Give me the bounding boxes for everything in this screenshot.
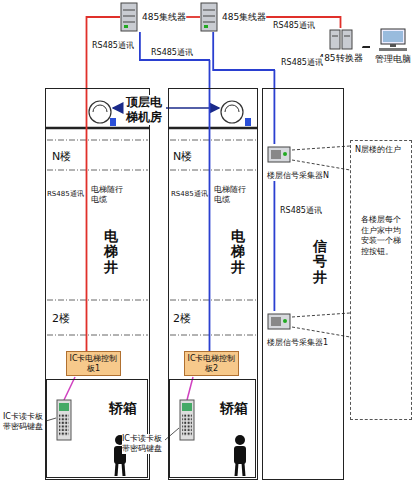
management-computer: 管理电脑 [370, 28, 416, 66]
floor-label: 2楼 [52, 312, 70, 326]
hub-icon [120, 2, 138, 32]
car-label: 轿箱 [109, 400, 137, 418]
converter-device-label: 485转换器 [318, 52, 363, 65]
signal-label: RS485通讯 [171, 190, 208, 199]
car-interior [46, 377, 246, 476]
hub-icon [200, 2, 218, 32]
shaft-label: 信号井 [313, 239, 327, 285]
cable-label: 电梯随行电缆 [91, 185, 125, 205]
floor-label: 2楼 [173, 312, 191, 326]
elevator-shaft: 电梯井 IC卡电梯控制板2 轿箱 [168, 88, 258, 480]
coll-icon [267, 144, 291, 164]
rs485-wire [273, 181, 275, 311]
elevator-car: 轿箱 [46, 379, 148, 478]
rs485-wire [186, 16, 200, 18]
shaft-label: 电梯井 [104, 229, 118, 275]
rs485-wire [140, 32, 210, 351]
hub-device: 485集线器 [120, 2, 186, 32]
wire-label: RS485通讯 [150, 47, 194, 58]
wire-label: RS485通讯 [272, 20, 316, 31]
elevator-car: 轿箱 [169, 379, 256, 478]
resident-area: N层楼的住户各楼层每个住户家中均安装一个梯控按钮。 [350, 140, 412, 420]
wire-label: RS485通讯 [279, 205, 323, 216]
floor-label: N楼 [173, 150, 192, 164]
elevator-shaft: 电梯井 IC卡电梯控制板1 轿箱 [45, 88, 150, 480]
reader-label: IC卡读卡板带密码键盘 [3, 412, 45, 432]
hub-device-label: 485集线器 [222, 2, 266, 32]
cable-label: 电梯随行电缆 [214, 185, 248, 205]
wire-label: RS485通讯 [91, 40, 135, 51]
converter-device: 485转换器 [318, 28, 363, 65]
coll-icon [267, 311, 291, 331]
resident-area-label: N层楼的住户 [355, 145, 407, 155]
floor-label: N楼 [52, 150, 71, 164]
hub-device-label: 485集线器 [142, 2, 186, 32]
wire-label: RS485通讯 [280, 57, 324, 68]
control-board-label: IC卡电梯控制板1 [69, 354, 118, 373]
room-label: 顶层电梯机房 [124, 95, 164, 125]
floor-collector-label: 楼层信号采集器N [267, 170, 341, 181]
shaft-label: 电梯井 [231, 229, 245, 275]
rs485-wire [87, 17, 121, 351]
car-label: 轿箱 [220, 400, 248, 418]
hub-device: 485集线器 [200, 2, 266, 32]
management-computer-label: 管理电脑 [370, 53, 416, 66]
floor-collector-label: 楼层信号采集器1 [267, 337, 341, 348]
rs485-wire [363, 46, 370, 48]
control-board: IC卡电梯控制板1 [66, 351, 121, 376]
control-board-label: IC卡电梯控制板2 [187, 354, 236, 373]
floor-lines [47, 140, 256, 335]
floor-collector: 楼层信号采集器1 [267, 311, 341, 348]
signal-shaft: 信号井 楼层信号采集器N 楼层信号采集器1 [262, 88, 344, 480]
resident-area-label: 各楼层每个住户家中均安装一个梯控按钮。 [361, 215, 401, 257]
control-board: IC卡电梯控制板2 [184, 351, 239, 376]
signal-label: RS485通讯 [47, 190, 84, 199]
reader-label: IC卡读卡板带密码键盘 [122, 434, 164, 454]
floor-collector: 楼层信号采集器N [267, 144, 341, 181]
pc-icon [376, 28, 410, 52]
conv-icon [329, 28, 353, 50]
